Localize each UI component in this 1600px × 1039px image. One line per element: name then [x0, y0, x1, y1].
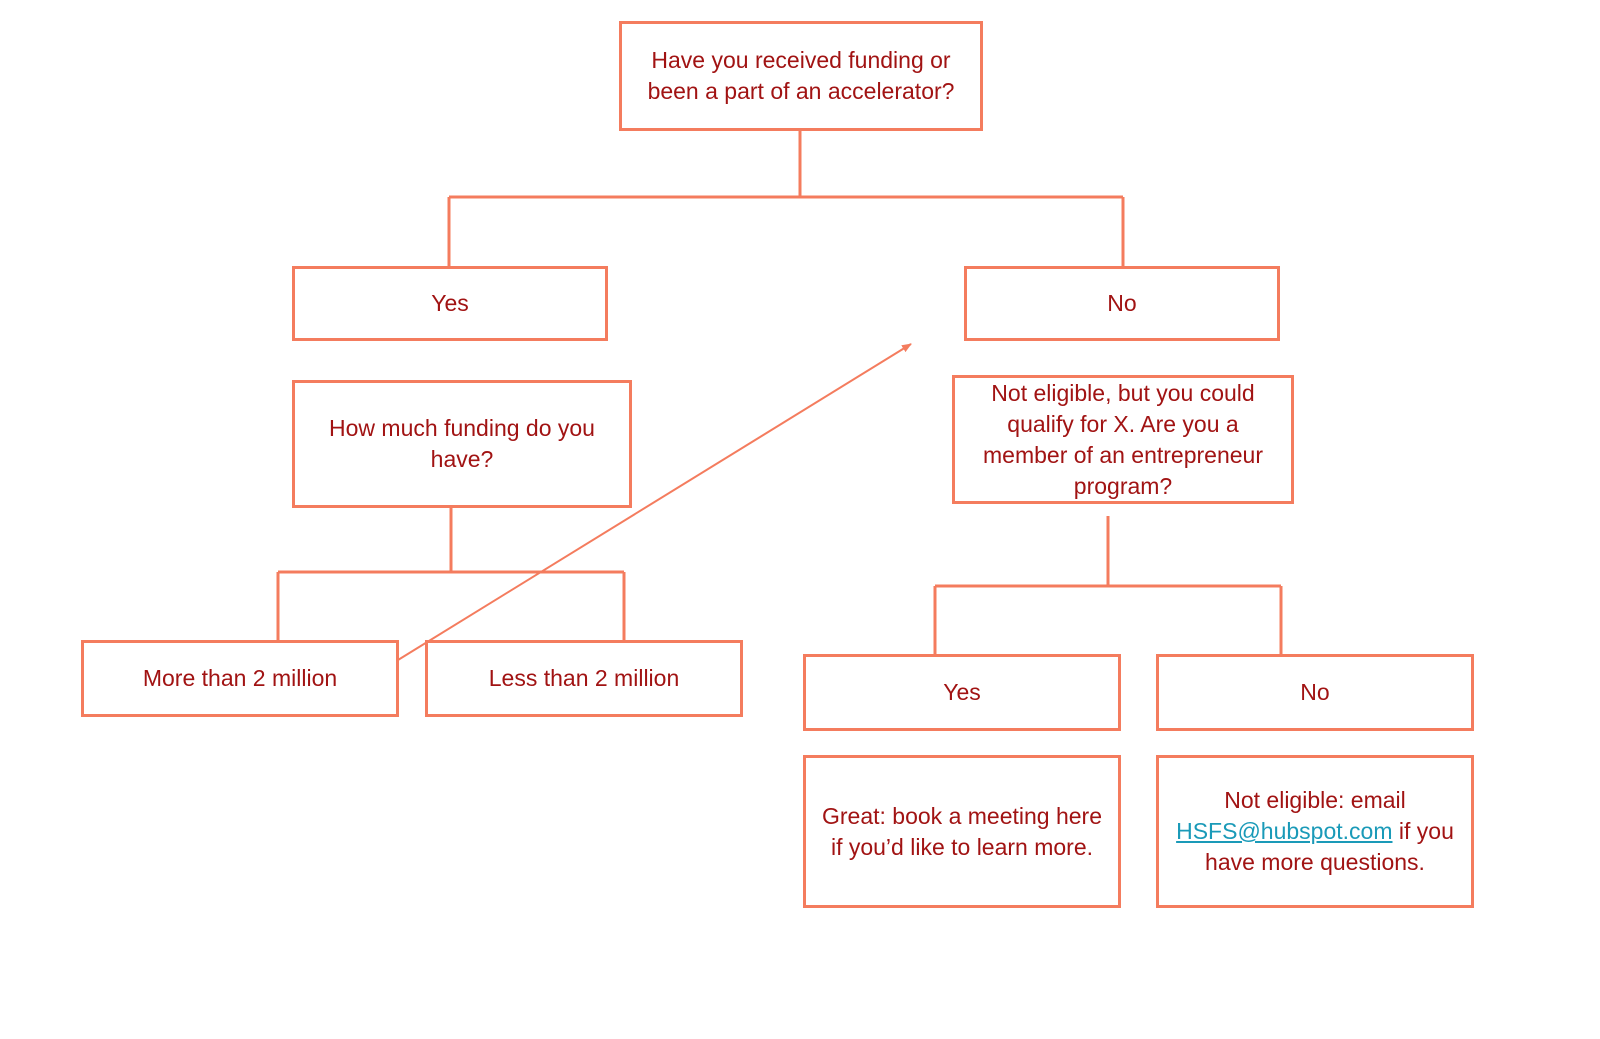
not-eligible-prefix: Not eligible: email — [1224, 787, 1406, 813]
book-meeting-outcome-text: Great: book a meeting here if you’d like… — [822, 802, 1102, 860]
not-eligible-suffix: if you have more questions. — [1205, 818, 1454, 875]
no-answer-text: No — [1107, 290, 1137, 316]
program-question-text: Not eligible, but you could qualify for … — [983, 379, 1263, 499]
root-question-text: Have you received funding or been a part… — [647, 47, 955, 104]
email-link[interactable]: HSFS@hubspot.com — [1176, 818, 1393, 844]
more-than-2m-box: More than 2 million — [81, 640, 399, 717]
program-yes-text: Yes — [943, 679, 981, 705]
no-answer-box: No — [964, 266, 1280, 341]
yes-answer-text: Yes — [431, 290, 469, 316]
redirect-arrow — [397, 343, 912, 661]
more-than-2m-text: More than 2 million — [142, 665, 338, 691]
funding-question-box: How much funding do you have? — [292, 380, 632, 508]
program-no-text: No — [1300, 679, 1330, 705]
program-yes-box: Yes — [803, 654, 1121, 731]
not-eligible-outcome-text: Not eligible: email HSFS@hubspot.com if … — [1173, 785, 1457, 878]
funding-question-text: How much funding do you have? — [329, 415, 595, 472]
not-eligible-outcome-box: Not eligible: email HSFS@hubspot.com if … — [1156, 755, 1474, 908]
less-than-2m-box: Less than 2 million — [425, 640, 743, 717]
book-meeting-outcome-box: Great: book a meeting here if you’d like… — [803, 755, 1121, 908]
program-question-box: Not eligible, but you could qualify for … — [952, 375, 1294, 504]
less-than-2m-text: Less than 2 million — [488, 665, 680, 691]
program-no-box: No — [1156, 654, 1474, 731]
yes-answer-box: Yes — [292, 266, 608, 341]
root-question-box: Have you received funding or been a part… — [619, 21, 983, 131]
